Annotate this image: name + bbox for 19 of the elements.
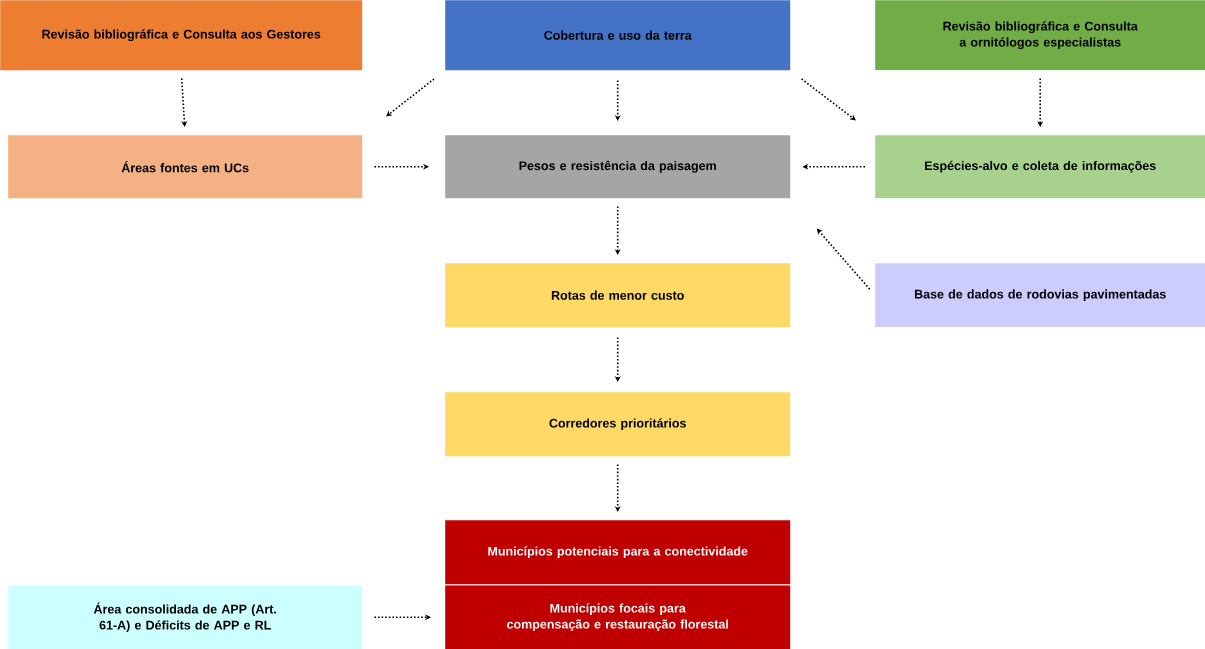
process-box: Base de dados de rodovias pavimentadas xyxy=(875,263,1205,328)
process-box: Rotas de menor custo xyxy=(445,263,791,328)
process-box: Revisão bibliográfica e Consulta aos Gestores xyxy=(0,0,363,71)
process-box: Espécies-alvo e coleta de informações xyxy=(875,135,1205,199)
node-label: Municípios focais para compensação e restauração florestal xyxy=(507,603,728,632)
arrow xyxy=(180,77,188,127)
process-box: Áreas fontes em UCs xyxy=(8,135,363,199)
process-box: Área consolidada de APP (Art. 61-A) e Déficits de APP e RL xyxy=(8,585,363,649)
process-box: Cobertura e uso da terra xyxy=(445,0,791,71)
arrow xyxy=(1037,77,1044,127)
process-box: Municípios focais para compensação e restauração florestal xyxy=(445,585,791,649)
process-box: Corredores prioritários xyxy=(445,392,791,457)
process-box: Pesos e resistência da paisagem xyxy=(445,135,791,199)
arrow xyxy=(800,78,856,121)
arrow xyxy=(816,228,871,290)
process-box: Municípios potenciais para a conectividade xyxy=(445,520,791,585)
process-box: Revisão bibliográfica e Consulta a ornitólogos especialistas xyxy=(875,0,1205,71)
node-label: Municípios potenciais para a conectividade xyxy=(488,546,748,559)
arrow xyxy=(386,78,435,117)
